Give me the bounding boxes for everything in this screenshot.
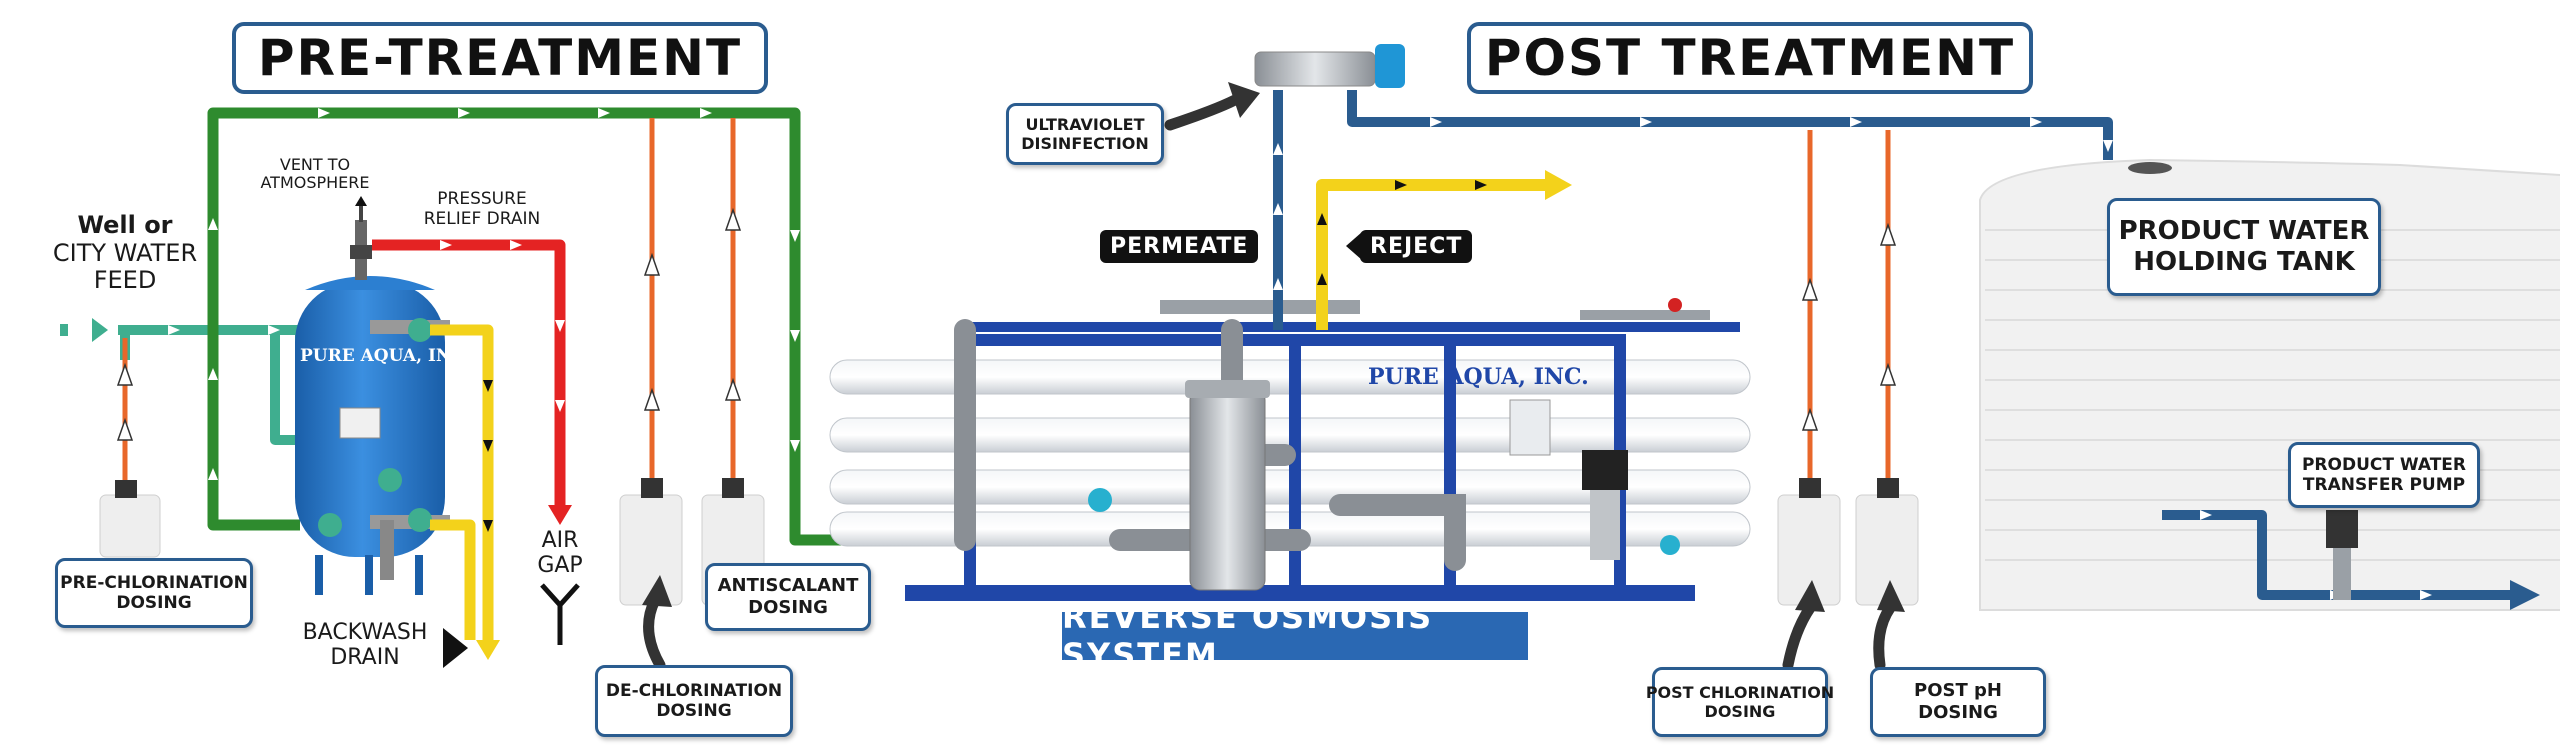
air-gap-label-line1: AIR [541,528,579,553]
backwash-label-line1: BACKWASH [302,620,428,645]
backwash-label: BACKWASH DRAIN [300,620,430,671]
ro-brand: PURE AQUA, INC. [1368,364,1589,390]
feed-label: Well or CITY WATER FEED [30,211,220,295]
air-gap-label-line2: GAP [537,553,583,579]
air-gap-symbol [540,583,580,645]
holding-tank-box: PRODUCT WATER HOLDING TANK [2107,198,2381,296]
transfer-pump [2326,510,2358,600]
relief-line [372,239,566,505]
relief-label: PRESSURE RELIEF DRAIN [402,189,562,229]
vent-label-line1: VENT TO [279,155,351,174]
permeate-arrows [1273,117,2432,600]
postph-box-line2: DOSING [1918,702,1998,723]
pre-treatment-title: PRE-TREATMENT [232,22,768,94]
antiscalant-box: ANTISCALANT DOSING [705,563,871,631]
antiscalant-box-line2: DOSING [748,597,828,618]
air-gap-label: AIR GAP [525,528,595,579]
vent-label-line2: ATMOSPHERE [260,173,370,193]
postchlor-box-line1: POST CHLORINATION [1645,682,1835,702]
uv-box-line2: DISINFECTION [1021,134,1149,153]
feed-label-line2: CITY WATER [52,238,198,267]
post-treatment-title: POST TREATMENT [1467,22,2033,94]
uv-box: ULTRAVIOLET DISINFECTION [1006,103,1164,165]
transfer-pump-box: PRODUCT WATER TRANSFER PUMP [2288,442,2480,508]
pointer-heads [642,82,1905,612]
transfer-pump-box-line2: TRANSFER PUMP [2302,475,2466,495]
prechlor-box-line2: DOSING [116,593,192,613]
transfer-pump-box-line1: PRODUCT WATER [2301,454,2467,475]
uv-unit [1254,44,1405,88]
antiscalant-box-line1: ANTISCALANT [717,575,859,597]
holding-tank-box-line1: PRODUCT WATER [2118,215,2370,246]
dechlor-box: DE-CHLORINATION DOSING [595,665,793,737]
postchlor-box: POST CHLORINATION DOSING [1646,667,1834,737]
reject-tag: REJECT [1360,230,1473,263]
relief-arrows [440,240,565,412]
feed-label-line1: Well or [77,211,173,239]
holding-tank-box-line2: HOLDING TANK [2133,247,2355,277]
postph-box: POST pH DOSING [1870,667,2046,737]
backwash-line [430,324,494,645]
prechlor-box-line1: PRE-CHLORINATION [60,572,248,593]
dosing-arrows [116,207,1897,441]
backwash-pointer [443,628,468,668]
dosing-lines [122,118,1891,480]
uv-box-line1: ULTRAVIOLET [1025,114,1145,134]
backwash-arrows [483,380,493,532]
permeate-tag: PERMEATE [1100,230,1259,263]
relief-label-line1: PRESSURE [437,189,527,209]
ro-system-banner: REVERSE OSMOSIS SYSTEM [1062,598,1528,674]
ro-skid [829,298,1751,601]
postchlor-box-line2: DOSING [1704,702,1776,721]
relief-label-line2: RELIEF DRAIN [423,208,541,229]
dechlor-box-line1: DE-CHLORINATION [605,680,783,701]
media-filter-tank [295,220,450,595]
vent-label: VENT TO ATMOSPHERE [235,155,395,193]
reject-arrows [1317,180,1487,285]
prechlor-box: PRE-CHLORINATION DOSING [55,558,253,628]
tank-brand: PURE AQUA, INC. [300,346,471,366]
feed-label-line3: FEED [93,266,157,295]
postph-box-line1: POST pH [1914,680,2002,702]
reject-pointer [1346,232,1362,260]
backwash-label-line2: DRAIN [330,645,400,671]
dechlor-box-line2: DOSING [656,701,732,721]
